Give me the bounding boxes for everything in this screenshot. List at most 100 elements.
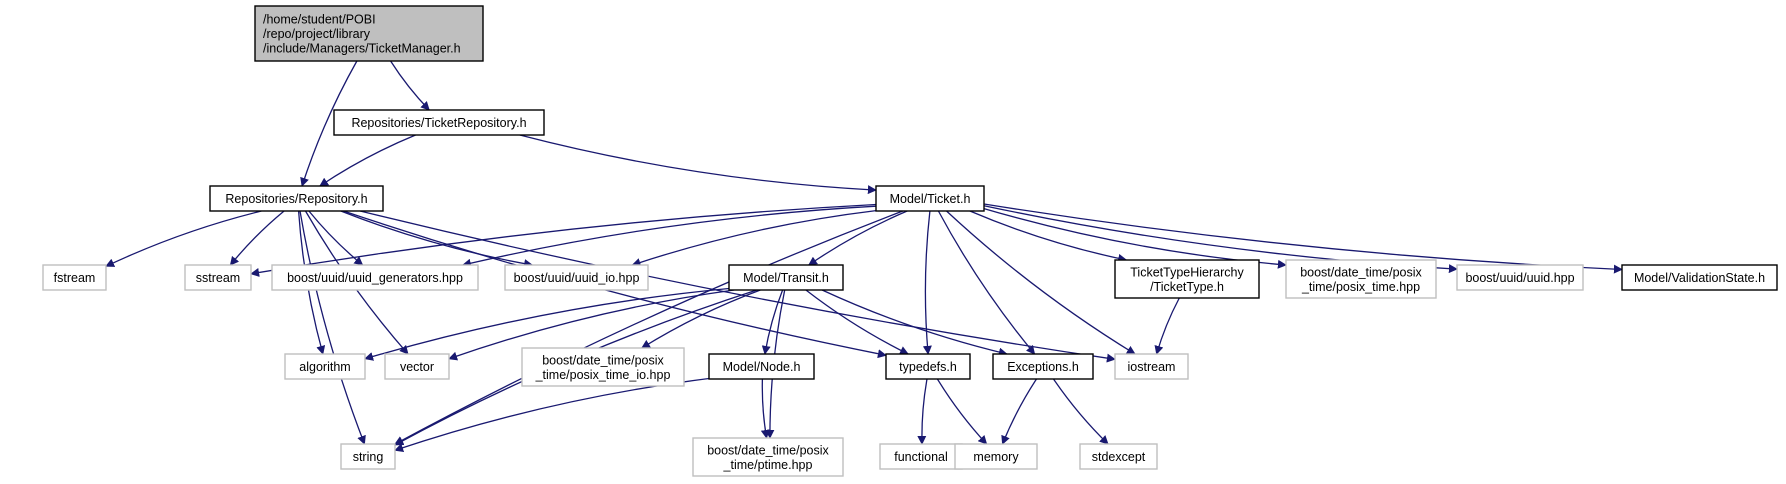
node-box	[1114, 259, 1260, 299]
node-label: Model/Ticket.h	[890, 192, 971, 206]
node-label: vector	[400, 360, 434, 374]
node-box	[254, 5, 484, 62]
node-uuid: boost/uuid/uuid.hpp	[1456, 264, 1584, 291]
node-label: Model/Node.h	[723, 360, 801, 374]
edge-transit-to-posixtimeio	[641, 289, 761, 349]
node-validation[interactable]: Model/ValidationState.h	[1621, 264, 1778, 291]
edge-ticket-to-transit	[808, 210, 908, 266]
node-posixtime: boost/date_time/posix_time/posix_time.hp…	[1285, 259, 1437, 299]
edge-transit-to-node	[761, 289, 784, 355]
edge-repository-to-fstream	[105, 210, 262, 267]
node-box	[708, 353, 815, 380]
node-box	[728, 264, 844, 291]
node-box	[1285, 259, 1437, 299]
edge-node-to-string	[394, 377, 710, 452]
node-box	[384, 353, 450, 380]
edge-transit-to-vector	[448, 289, 735, 361]
edge-ticketrepo-to-repository	[319, 134, 416, 187]
node-label: typedefs.h	[899, 360, 957, 374]
edge-tickettype-to-iostream	[1154, 297, 1180, 355]
node-functional: functional	[879, 443, 963, 470]
node-uuidio: boost/uuid/uuid_io.hpp	[504, 264, 649, 291]
node-label: boost/date_time/posix	[542, 353, 664, 367]
node-label: _time/posix_time_io.hpp	[535, 368, 671, 382]
node-box	[184, 264, 252, 291]
node-tickettype[interactable]: TicketTypeHierarchy/TicketType.h	[1114, 259, 1260, 299]
node-typedefs[interactable]: typedefs.h	[885, 353, 971, 380]
node-label: algorithm	[299, 360, 350, 374]
node-box	[521, 347, 685, 387]
node-label: iostream	[1128, 360, 1176, 374]
edge-repository-to-uuidio	[340, 210, 534, 269]
edge-repository-to-sstream	[229, 210, 285, 266]
node-iostream: iostream	[1114, 353, 1189, 380]
node-label: _time/ptime.hpp	[723, 458, 813, 472]
node-uuidgen: boost/uuid/uuid_generators.hpp	[271, 264, 479, 291]
node-label: Model/ValidationState.h	[1634, 271, 1765, 285]
node-box	[333, 109, 545, 136]
node-box	[504, 264, 649, 291]
edge-ticket-to-iostream	[946, 210, 1136, 355]
node-box	[875, 185, 985, 212]
node-box	[1456, 264, 1584, 291]
edge-ticket-to-exceptions	[937, 210, 1036, 355]
node-label: boost/uuid/uuid.hpp	[1465, 271, 1574, 285]
node-memory: memory	[954, 443, 1038, 470]
node-box	[885, 353, 971, 380]
node-ticketrepo[interactable]: Repositories/TicketRepository.h	[333, 109, 545, 136]
node-box	[271, 264, 479, 291]
node-box	[954, 443, 1038, 470]
node-posixtimeio: boost/date_time/posix_time/posix_time_io…	[521, 347, 685, 387]
edge-root-to-ticketrepo	[390, 60, 430, 111]
edge-ticket-to-typedefs	[922, 210, 932, 355]
edge-ticket-to-posixtime	[983, 207, 1287, 269]
node-vector: vector	[384, 353, 450, 380]
node-label: /include/Managers/TicketManager.h	[263, 42, 461, 56]
node-node[interactable]: Model/Node.h	[708, 353, 815, 380]
node-box	[879, 443, 963, 470]
node-ticket[interactable]: Model/Ticket.h	[875, 185, 985, 212]
nodes-layer: /home/student/POBI/repo/project/library/…	[42, 5, 1778, 477]
node-label: Model/Transit.h	[743, 271, 829, 285]
node-root[interactable]: /home/student/POBI/repo/project/library/…	[254, 5, 484, 62]
edge-ticket-to-tickettype	[969, 210, 1128, 263]
node-label: /home/student/POBI	[263, 13, 376, 27]
node-label: string	[353, 450, 384, 464]
node-box	[340, 443, 396, 470]
node-box	[1621, 264, 1778, 291]
node-exceptions[interactable]: Exceptions.h	[992, 353, 1094, 380]
node-string: string	[340, 443, 396, 470]
edge-ticket-to-string	[394, 210, 904, 445]
node-label: TicketTypeHierarchy	[1130, 265, 1244, 279]
node-box	[692, 437, 844, 477]
edge-transit-to-algorithm	[364, 287, 730, 361]
node-label: boost/uuid/uuid_generators.hpp	[287, 271, 463, 285]
node-label: Exceptions.h	[1007, 360, 1079, 374]
node-label: Repositories/Repository.h	[225, 192, 367, 206]
edge-repository-to-uuidgen	[308, 210, 364, 266]
edge-repository-to-typedefs	[343, 210, 887, 359]
edge-typedefs-to-functional	[917, 378, 928, 445]
node-label: boost/uuid/uuid_io.hpp	[514, 271, 640, 285]
node-transit[interactable]: Model/Transit.h	[728, 264, 844, 291]
node-label: boost/date_time/posix	[1300, 265, 1422, 279]
edge-typedefs-to-memory	[936, 378, 988, 445]
node-box	[1114, 353, 1189, 380]
edge-node-to-ptime	[760, 378, 770, 439]
node-label: stdexcept	[1092, 450, 1146, 464]
node-label: Repositories/TicketRepository.h	[351, 116, 526, 130]
node-repository[interactable]: Repositories/Repository.h	[209, 185, 384, 212]
node-algorithm: algorithm	[284, 353, 366, 380]
edge-ticket-to-uuidgen	[461, 205, 877, 268]
node-fstream: fstream	[42, 264, 107, 291]
edge-exceptions-to-memory	[1001, 378, 1038, 445]
node-label: /repo/project/library	[263, 27, 371, 41]
edge-repository-to-string	[299, 210, 366, 445]
edge-transit-to-typedefs	[805, 289, 909, 355]
edge-ticket-to-uuidio	[631, 209, 877, 267]
node-stdexcept: stdexcept	[1079, 443, 1158, 470]
node-box	[42, 264, 107, 291]
node-sstream: sstream	[184, 264, 252, 291]
node-box	[992, 353, 1094, 380]
